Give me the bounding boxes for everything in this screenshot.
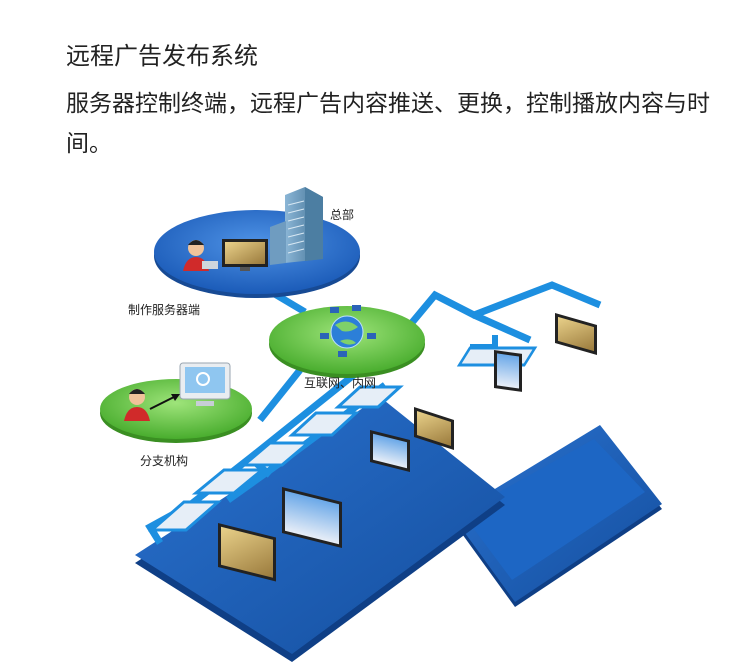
main-platform-cells — [148, 385, 404, 532]
display-screen — [282, 487, 342, 548]
display-screen — [414, 407, 454, 450]
network-node — [269, 305, 425, 378]
label-server: 制作服务器端 — [128, 302, 200, 317]
globe-icon — [330, 315, 364, 349]
hq-operator-icon — [183, 240, 218, 271]
branch-operator-icon — [124, 389, 150, 421]
network-diagram: 总部 制作服务器端 互联网、内网 分支机构 — [100, 187, 662, 662]
right-platform-displays — [494, 313, 597, 392]
hq-monitor-icon — [222, 239, 268, 271]
main-platform-displays — [218, 407, 454, 582]
branch-node — [100, 362, 252, 443]
branch-monitor-icon — [179, 362, 231, 406]
page-description: 服务器控制终端，远程广告内容推送、更换，控制播放内容与时间。 — [66, 91, 710, 157]
label-network: 互联网、内网 — [304, 376, 376, 390]
hq-node — [154, 187, 360, 298]
right-display-platform — [452, 335, 662, 607]
page-title: 远程广告发布系统 — [66, 42, 258, 70]
display-screen — [555, 313, 597, 356]
label-hq: 总部 — [330, 207, 354, 222]
label-branch: 分支机构 — [140, 453, 188, 468]
display-screen — [370, 430, 410, 472]
display-screen — [218, 523, 276, 582]
network-computers-icon — [320, 305, 376, 357]
display-screen — [494, 350, 522, 392]
arrow-icon — [149, 394, 180, 410]
headquarters-building-icon — [270, 187, 323, 265]
